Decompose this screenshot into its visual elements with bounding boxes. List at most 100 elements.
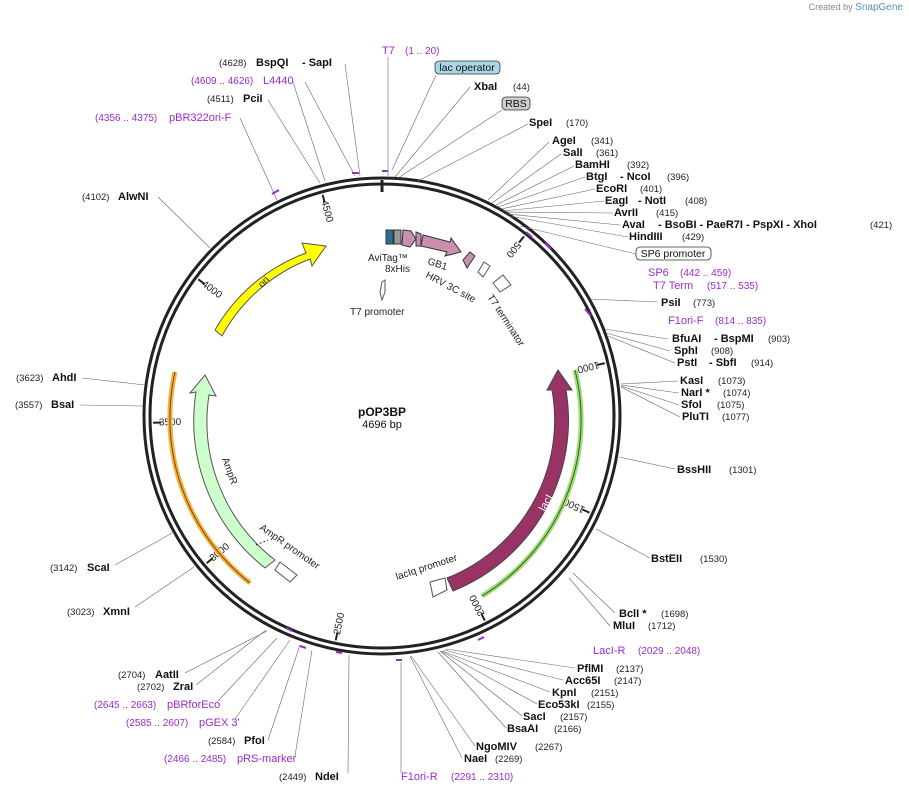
ori-feature-arrow[interactable] — [214, 242, 327, 337]
restriction-site-label[interactable]: BtgI — [586, 171, 607, 183]
tick-mark — [480, 613, 486, 622]
restriction-site-label[interactable]: ScaI — [87, 562, 110, 574]
restriction-site-label[interactable]: AhdI — [52, 372, 76, 384]
primer-label[interactable]: SP6 — [648, 267, 669, 279]
restriction-site-label[interactable]: NdeI — [315, 771, 339, 783]
restriction-site-label[interactable]: AgeI — [552, 135, 576, 147]
restriction-site-position: (1075) — [717, 400, 744, 411]
his-tag-feature[interactable] — [393, 229, 402, 245]
ampr-promoter-arrow[interactable] — [274, 561, 298, 583]
restriction-site-label[interactable]: BsaAI — [507, 723, 538, 735]
primer-label[interactable]: T7 — [382, 45, 395, 57]
restriction-site-label[interactable]: SalI — [563, 147, 583, 159]
primer-label[interactable]: pBRforEco — [167, 699, 220, 711]
restriction-site-alias[interactable]: - SapI — [302, 57, 332, 69]
restriction-site-label[interactable]: BsaI — [51, 399, 74, 411]
restriction-site-label[interactable]: EagI — [605, 195, 628, 207]
gb1-feature-arrow[interactable] — [420, 234, 462, 257]
restriction-site-alias[interactable]: - NcoI — [620, 171, 651, 183]
t7-terminator-arrow[interactable] — [492, 274, 512, 293]
restriction-site-label[interactable]: BspQI — [256, 57, 288, 69]
restriction-site-label[interactable]: KasI — [680, 375, 703, 387]
restriction-site-label[interactable]: BamHI — [575, 159, 610, 171]
restriction-site-label[interactable]: NaeI — [464, 753, 487, 765]
small-fusion-arrow[interactable] — [415, 231, 422, 247]
restriction-site-label[interactable]: MluI — [613, 620, 635, 632]
restriction-site-position: (2155) — [587, 700, 614, 711]
sp6-promoter-box[interactable] — [635, 246, 712, 261]
lac-operator-box[interactable] — [434, 60, 501, 75]
primer-label[interactable]: pRS-marker — [237, 753, 297, 765]
ampr-feature-arrow[interactable] — [188, 374, 276, 569]
restriction-site-label[interactable]: PstI — [677, 357, 697, 369]
restriction-site-label[interactable]: NgoMIV — [476, 741, 518, 753]
laci-feature-arrow[interactable] — [446, 369, 573, 592]
restriction-site-position: (1074) — [723, 388, 750, 399]
restriction-site-label[interactable]: BfuAI — [672, 333, 701, 345]
restriction-site-label[interactable]: ZraI — [173, 681, 193, 693]
restriction-site-label[interactable]: SpeI — [529, 117, 552, 129]
restriction-site-alias[interactable]: - SbfI — [709, 357, 737, 369]
t7-terminator-label: T7 terminator — [484, 293, 526, 349]
restriction-site-label[interactable]: AvaI — [622, 219, 645, 231]
primer-label[interactable]: F1ori-R — [401, 771, 438, 783]
avitag-feature[interactable] — [385, 229, 394, 245]
credit-prefix: Created by — [808, 2, 853, 12]
restriction-site-label[interactable]: BclI * — [619, 608, 647, 620]
restriction-site-label[interactable]: AlwNI — [118, 191, 149, 203]
restriction-site-label[interactable]: XbaI — [474, 81, 497, 93]
restriction-site-label[interactable]: SacI — [523, 711, 546, 723]
small-rbs-arrow[interactable] — [477, 261, 491, 278]
restriction-site-label[interactable]: PfoI — [244, 735, 265, 747]
lac-operator-label: lac operator — [439, 62, 495, 74]
restriction-site-label[interactable]: PsiI — [661, 297, 681, 309]
restriction-site-label[interactable]: AvrII — [614, 207, 638, 219]
restriction-site-label[interactable]: PflMI — [577, 663, 603, 675]
primer-label[interactable]: pGEX 3' — [199, 717, 240, 729]
restriction-site-label[interactable]: AatII — [155, 669, 179, 681]
restriction-site-label[interactable]: XmnI — [103, 606, 130, 618]
restriction-site-position: (401) — [640, 184, 662, 195]
restriction-site-position: (341) — [591, 136, 613, 147]
restriction-site-label[interactable]: SfoI — [681, 399, 702, 411]
restriction-site-position: (2151) — [591, 688, 618, 699]
restriction-site-label[interactable]: Acc65I — [565, 675, 600, 687]
hrv-label: HRV 3C site — [424, 270, 478, 306]
restriction-site-label[interactable]: BssHII — [677, 464, 711, 476]
primer-label[interactable]: LacI-R — [593, 645, 625, 657]
restriction-site-position: (429) — [682, 232, 704, 243]
restriction-site-alias[interactable]: - BspMI — [714, 333, 754, 345]
restriction-site-label[interactable]: HindIII — [629, 231, 663, 243]
tick-mark — [197, 278, 206, 285]
rbs-box[interactable] — [501, 96, 531, 111]
t7-promoter-arrow[interactable] — [379, 279, 386, 302]
restriction-site-alias[interactable]: - NotI — [638, 195, 666, 207]
tick-label: 4000 — [199, 279, 224, 301]
restriction-site-label[interactable]: PciI — [243, 93, 263, 105]
restriction-site-label[interactable]: Eco53kI — [538, 699, 580, 711]
restriction-site-label[interactable]: EcoRI — [596, 183, 627, 195]
plasmid-length: 4696 bp — [362, 419, 402, 431]
restriction-site-position: (4511) — [207, 94, 234, 105]
restriction-site-position: (2269) — [495, 754, 522, 765]
primer-label[interactable]: pBR322ori-F — [169, 112, 232, 124]
green-highlight-core — [481, 369, 582, 597]
restriction-site-label[interactable]: PluTI — [682, 411, 709, 423]
restriction-site-position: (773) — [693, 298, 715, 309]
restriction-site-position: (1698) — [661, 609, 688, 620]
hrv-site-arrow[interactable] — [462, 251, 476, 269]
restriction-site-label[interactable]: SphI — [674, 345, 698, 357]
primer-label[interactable]: T7 Term — [653, 280, 693, 292]
restriction-site-position: (361) — [596, 148, 618, 159]
restriction-site-label[interactable]: BstEII — [651, 553, 682, 565]
avitag-label: AviTag™ — [368, 253, 408, 264]
restriction-site-alias[interactable]: - BsoBI - PaeR7I - PspXI - XhoI — [658, 219, 817, 231]
laciq-promoter-arrow[interactable] — [429, 577, 448, 598]
avi-fusion-arrow[interactable] — [401, 229, 417, 248]
primer-label[interactable]: F1ori-F — [668, 315, 704, 327]
restriction-site-label[interactable]: KpnI — [552, 687, 576, 699]
primer-label[interactable]: L4440 — [263, 75, 294, 87]
tick-label: 4500 — [318, 199, 335, 224]
restriction-site-label[interactable]: NarI * — [681, 387, 710, 399]
